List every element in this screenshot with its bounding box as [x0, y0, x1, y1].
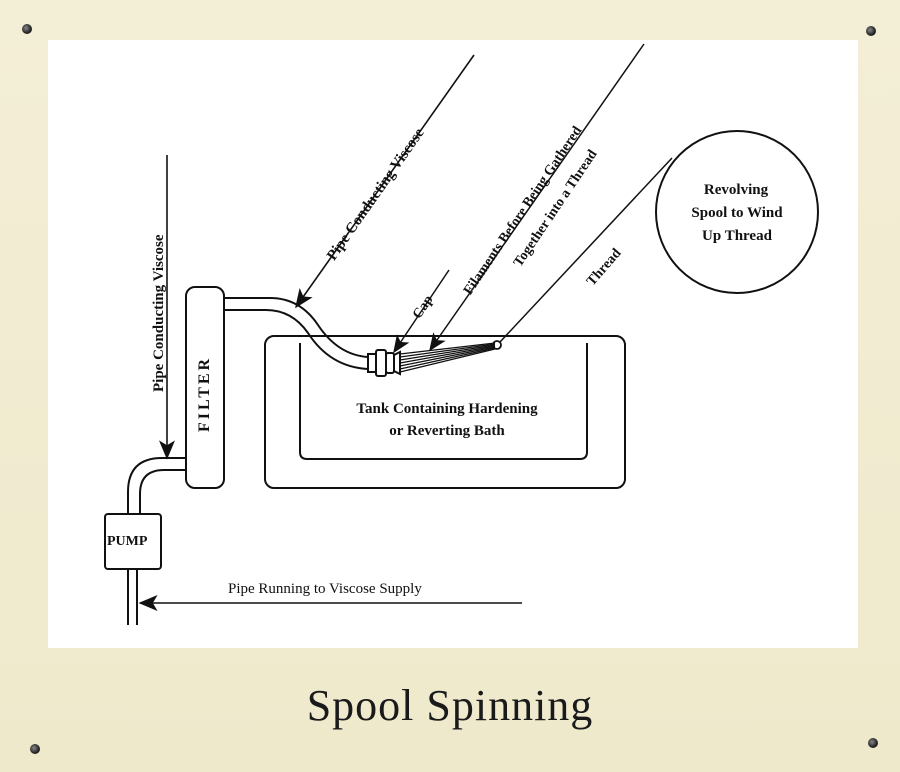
- diagram-caption: Spool Spinning: [306, 681, 594, 730]
- label-tank-line2: or Reverting Bath: [389, 423, 505, 439]
- pipe-filter-to-cap: [224, 297, 369, 358]
- arrow-cap: [393, 269, 450, 354]
- tank-inner: [299, 343, 588, 460]
- guide-pulley: [492, 340, 502, 350]
- filter-housing: [185, 286, 225, 489]
- pump-housing: [104, 513, 162, 570]
- pin-bottom-right: [868, 738, 878, 748]
- label-supply: Pipe Running to Viscose Supply: [228, 581, 422, 597]
- spinneret-nozzle: [367, 353, 377, 373]
- diagram-panel: [48, 40, 858, 648]
- thread-line: [499, 157, 673, 343]
- label-spool-line3: Up Thread: [702, 228, 772, 244]
- arrow-diagonal-pipe: [295, 54, 475, 309]
- cap: [375, 349, 387, 377]
- pin-bottom-left: [30, 744, 40, 754]
- pipe-pump-to-filter: [127, 457, 186, 514]
- label-filter: FILTER: [196, 355, 213, 432]
- label-pump: PUMP: [107, 534, 148, 549]
- pin-top-right: [866, 26, 876, 36]
- filaments: [399, 342, 496, 373]
- arrow-filaments: [429, 43, 645, 352]
- label-pipe-viscose-vertical: Pipe Conducting Viscose: [151, 234, 167, 392]
- revolving-spool: [655, 130, 819, 294]
- label-tank-line1: Tank Containing Hardening: [356, 401, 538, 417]
- pin-top-left: [22, 24, 32, 34]
- label-spool-line2: Spool to Wind: [691, 205, 783, 221]
- label-spool-line1: Revolving: [703, 182, 769, 198]
